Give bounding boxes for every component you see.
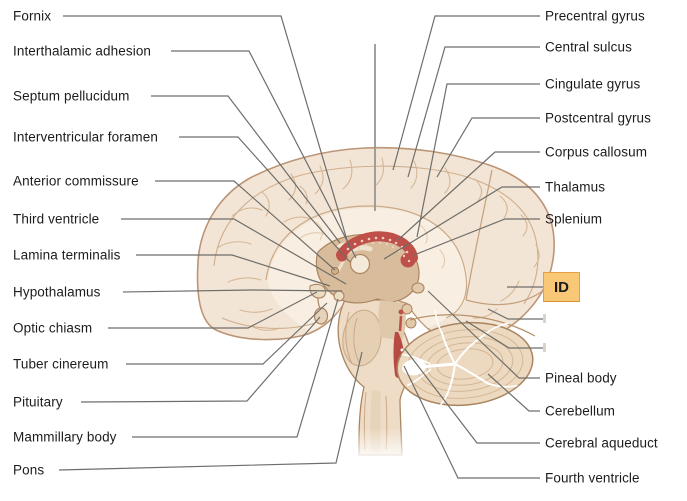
leader-interthalamic-adhesion <box>171 50 357 259</box>
label-cerebellum: Cerebellum <box>545 403 616 419</box>
label-third-ventricle: Third ventricle <box>13 211 100 227</box>
label-cingulate-gyrus: Cingulate gyrus <box>545 76 641 92</box>
parieto-occipital-sulcus <box>465 169 493 301</box>
mammillary-body-shape <box>333 290 345 302</box>
leader-optic-chiasm <box>108 291 318 329</box>
leader-splenium <box>413 218 540 256</box>
label-splenium: Splenium <box>545 211 603 227</box>
leader-corpus-callosum <box>397 151 540 241</box>
cingulate-sulcus <box>265 205 468 319</box>
pineal-body-shape <box>411 282 425 294</box>
leader-fourth-ventricle <box>403 365 540 479</box>
leader-thalamus <box>383 186 540 260</box>
medulla-fade <box>340 428 420 462</box>
leader-precentral-gyrus <box>392 15 540 171</box>
label-fourth-ventricle: Fourth ventricle <box>545 470 640 486</box>
leader-interventricular-foramen <box>179 136 351 263</box>
id-box-label: ID <box>554 278 569 296</box>
genu-hook <box>336 250 348 262</box>
leader-hidden-label-2 <box>465 320 543 349</box>
label-thalamus: Thalamus <box>545 179 606 195</box>
label-lamina-terminalis: Lamina terminalis <box>13 247 121 263</box>
label-hypothalamus: Hypothalamus <box>13 284 101 300</box>
cerebellum-group <box>396 310 534 413</box>
leader-cingulate-gyrus <box>416 83 540 238</box>
label-pituitary: Pituitary <box>13 394 63 410</box>
leader-pituitary <box>80 316 321 403</box>
leader-septum-pellucidum <box>151 95 341 244</box>
infundibulum <box>317 297 321 309</box>
leader-lamina-terminalis <box>136 254 331 287</box>
label-tuber-cinereum: Tuber cinereum <box>13 356 109 372</box>
label-cerebral-aqueduct: Cerebral aqueduct <box>545 435 658 451</box>
calcarine-sulcus <box>465 289 545 306</box>
tentorium-line <box>409 314 536 337</box>
label-postcentral-gyrus: Postcentral gyrus <box>545 110 651 126</box>
hidden-label-2-stub <box>543 343 546 352</box>
inferior-colliculus <box>405 317 417 329</box>
leader-cerebral-aqueduct <box>404 348 540 444</box>
label-precentral-gyrus: Precentral gyrus <box>545 8 645 24</box>
leader-pineal-body <box>427 290 540 379</box>
leader-postcentral-gyrus <box>436 117 540 178</box>
leader-fornix <box>63 15 350 248</box>
cerebral-aqueduct-shape <box>398 315 403 332</box>
label-corpus-callosum: Corpus callosum <box>545 144 648 160</box>
label-central-sulcus: Central sulcus <box>545 39 632 55</box>
leader-central-sulcus <box>407 46 540 178</box>
label-interthalamic-adhesion: Interthalamic adhesion <box>13 43 152 59</box>
brain-illustration <box>196 146 555 462</box>
splenium-bulb <box>400 252 416 268</box>
leader-pons <box>58 351 363 471</box>
leader-third-ventricle <box>121 218 347 285</box>
brainstem-texture <box>345 311 388 451</box>
hidden-label-1-stub <box>543 314 546 323</box>
pons-bulge <box>342 309 382 367</box>
id-answer-box[interactable]: ID <box>543 272 580 302</box>
cortex-inner-arc <box>213 165 539 305</box>
label-anterior-commissure: Anterior commissure <box>13 173 139 189</box>
leader-hidden-label-1 <box>487 308 543 320</box>
aqueduct-dot <box>398 309 404 315</box>
label-pons: Pons <box>13 462 45 478</box>
temporal-line <box>221 317 319 329</box>
label-interventricular-foramen: Interventricular foramen <box>13 129 158 145</box>
sulci-lines <box>216 157 540 331</box>
interthalamic-adhesion-shape <box>349 253 371 275</box>
leader-tuber-cinereum <box>126 302 328 365</box>
label-pineal-body: Pineal body <box>545 370 617 386</box>
leader-cerebellum <box>487 373 540 412</box>
label-mammillary-body: Mammillary body <box>13 429 117 445</box>
superior-colliculus <box>401 303 413 315</box>
leader-lines-layer <box>58 15 543 479</box>
corpus-callosum-band <box>336 231 418 263</box>
label-fornix: Fornix <box>13 8 52 24</box>
leader-anterior-commissure <box>155 180 336 271</box>
label-optic-chiasm: Optic chiasm <box>13 320 93 336</box>
leader-hypothalamus <box>122 289 343 293</box>
callosum-speckles <box>346 236 411 263</box>
label-septum-pellucidum: Septum pellucidum <box>13 88 130 104</box>
leader-mammillary-body <box>132 298 339 438</box>
